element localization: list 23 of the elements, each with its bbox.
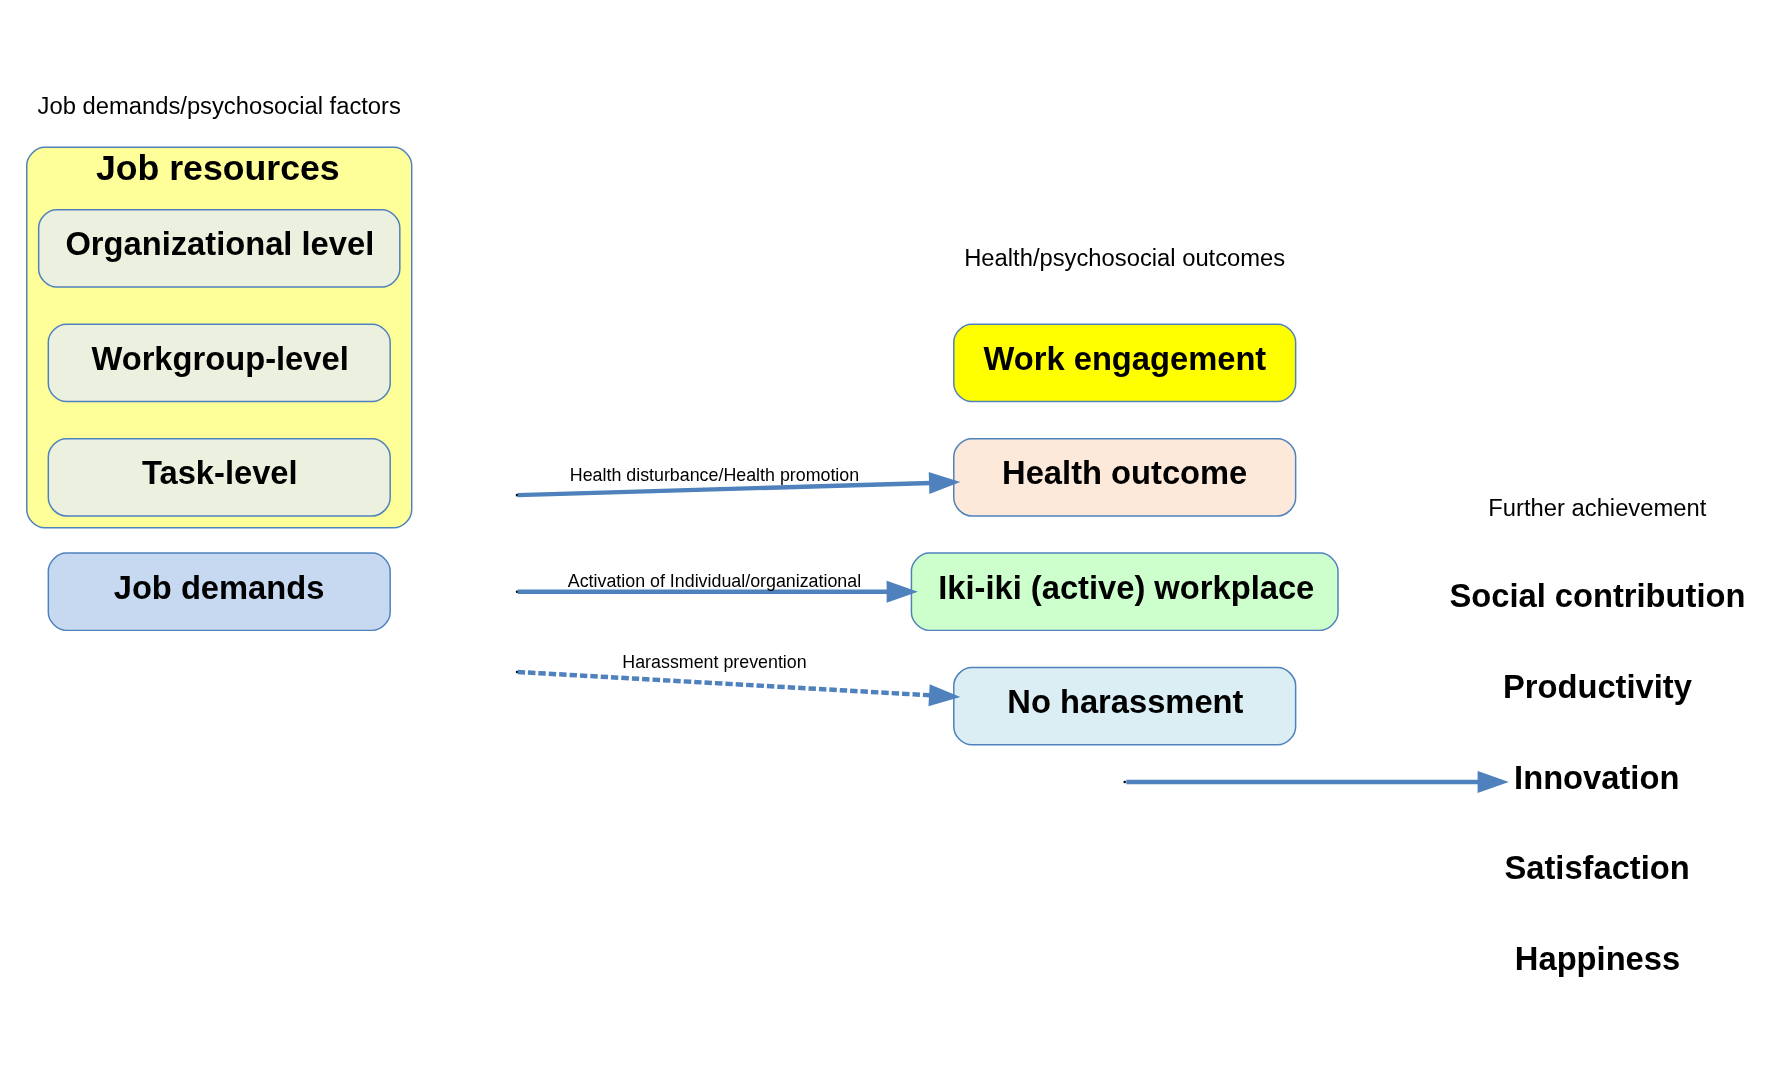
edge-label: Health disturbance/Health promotion [569, 465, 860, 486]
node-box: Organizational level [37, 209, 401, 288]
node-box: Health outcome [953, 437, 1297, 517]
arrow [517, 580, 918, 603]
edge-label: Harassment prevention [622, 652, 807, 673]
node-text: Satisfaction [1504, 849, 1690, 887]
node-box: Job demands [47, 552, 391, 632]
node-box: Work engagement [953, 323, 1297, 403]
node-text: Productivity [1502, 668, 1692, 706]
node-box: No harassment [953, 666, 1297, 746]
node-box: Task-level [47, 437, 391, 517]
node-box: Workgroup-level [47, 323, 391, 403]
arrow [517, 472, 961, 498]
node-text: Happiness [1514, 940, 1681, 978]
node-text: Social contribution [1449, 577, 1746, 615]
node-text: Innovation [1514, 758, 1680, 796]
label: Health/psychosocial outcomes [964, 243, 1286, 271]
arrow [517, 669, 961, 707]
label: Further achievement [1488, 493, 1707, 521]
edge-label: Activation of Individual/organizational [567, 570, 862, 591]
arrow [1126, 771, 1509, 793]
label: Job demands/psychosocial factors [37, 92, 401, 120]
node-box: Iki-iki (active) workplace [910, 552, 1339, 632]
